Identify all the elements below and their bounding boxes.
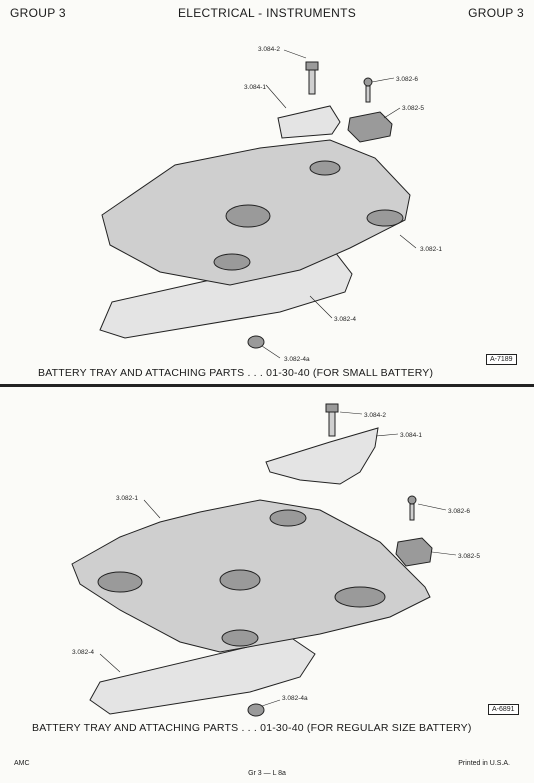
tray-well: [225, 204, 271, 228]
tray-well: [366, 209, 404, 227]
footer-left: AMC: [14, 760, 30, 767]
figure-caption: BATTERY TRAY AND ATTACHING PARTS . . . 0…: [32, 722, 472, 734]
tray-well: [221, 629, 259, 647]
figure-regular-battery-tray: 3.084-2 3.084-1 3.082-1 3.082-6 3.082-5 …: [0, 392, 534, 742]
tray-well: [97, 571, 143, 593]
figure-number: A-6891: [488, 704, 519, 715]
block-3-082-5: [347, 111, 393, 143]
callout-3-082-1: 3.082-1: [420, 246, 442, 253]
tray-well: [269, 509, 307, 527]
header-group-right: GROUP 3: [468, 6, 524, 20]
clamp-3-084-1: [277, 105, 341, 139]
regular-battery-tray-illustration: 3.084-2 3.084-1 3.082-1 3.082-6 3.082-5 …: [71, 403, 480, 717]
callout-3-082-5: 3.082-5: [402, 105, 424, 112]
figure-small-battery-tray: 3.084-2 3.082-6 3.084-1 3.082-5 3.082-1 …: [0, 30, 534, 380]
bolt-head-3-084-2: [305, 61, 319, 71]
small-battery-tray-illustration: 3.084-2 3.082-6 3.084-1 3.082-5 3.082-1 …: [99, 46, 442, 363]
figure-caption: BATTERY TRAY AND ATTACHING PARTS . . . 0…: [38, 367, 434, 379]
figure-number: A-7189: [486, 354, 517, 365]
bracket-3-082-4: [99, 251, 353, 339]
screw-head-3-082-6: [407, 495, 417, 505]
bracket-3-082-4: [89, 636, 316, 715]
callout-3-082-4a: 3.082-4a: [284, 356, 310, 363]
bolt-shank-3-084-2: [328, 411, 336, 437]
callout-3-084-1: 3.084-1: [244, 84, 266, 91]
tray-well: [309, 160, 341, 176]
section-divider: [0, 384, 534, 387]
tray-well: [213, 253, 251, 271]
callout-3-084-2: 3.084-2: [258, 46, 280, 53]
callout-3-082-6: 3.082-6: [448, 508, 470, 515]
bolt-head-3-084-2: [325, 403, 339, 413]
tray-well: [334, 586, 386, 608]
callout-3-082-4: 3.082-4: [72, 649, 94, 656]
callout-3-084-2: 3.084-2: [364, 412, 386, 419]
screw-shank-3-082-6: [365, 85, 371, 103]
footer-right: Printed in U.S.A.: [458, 760, 510, 767]
header-title: ELECTRICAL - INSTRUMENTS: [177, 6, 357, 20]
callout-3-082-5: 3.082-5: [458, 553, 480, 560]
callout-3-082-4a: 3.082-4a: [282, 695, 308, 702]
clamp-3-084-1: [265, 427, 379, 485]
footer-page-ref: Gr 3 — L 8a: [248, 770, 286, 777]
callout-3-082-6: 3.082-6: [396, 76, 418, 83]
block-3-082-5: [395, 537, 433, 567]
screw-shank-3-082-6: [409, 503, 415, 521]
callout-3-084-1: 3.084-1: [400, 432, 422, 439]
nut-3-082-4a: [247, 335, 265, 349]
tray-well: [219, 569, 261, 591]
callout-3-082-4: 3.082-4: [334, 316, 356, 323]
callout-3-082-1: 3.082-1: [116, 495, 138, 502]
bolt-shank-3-084-2: [308, 69, 316, 95]
nut-3-082-4a: [247, 703, 265, 717]
header-group-left: GROUP 3: [10, 6, 66, 20]
screw-head-3-082-6: [363, 77, 373, 87]
